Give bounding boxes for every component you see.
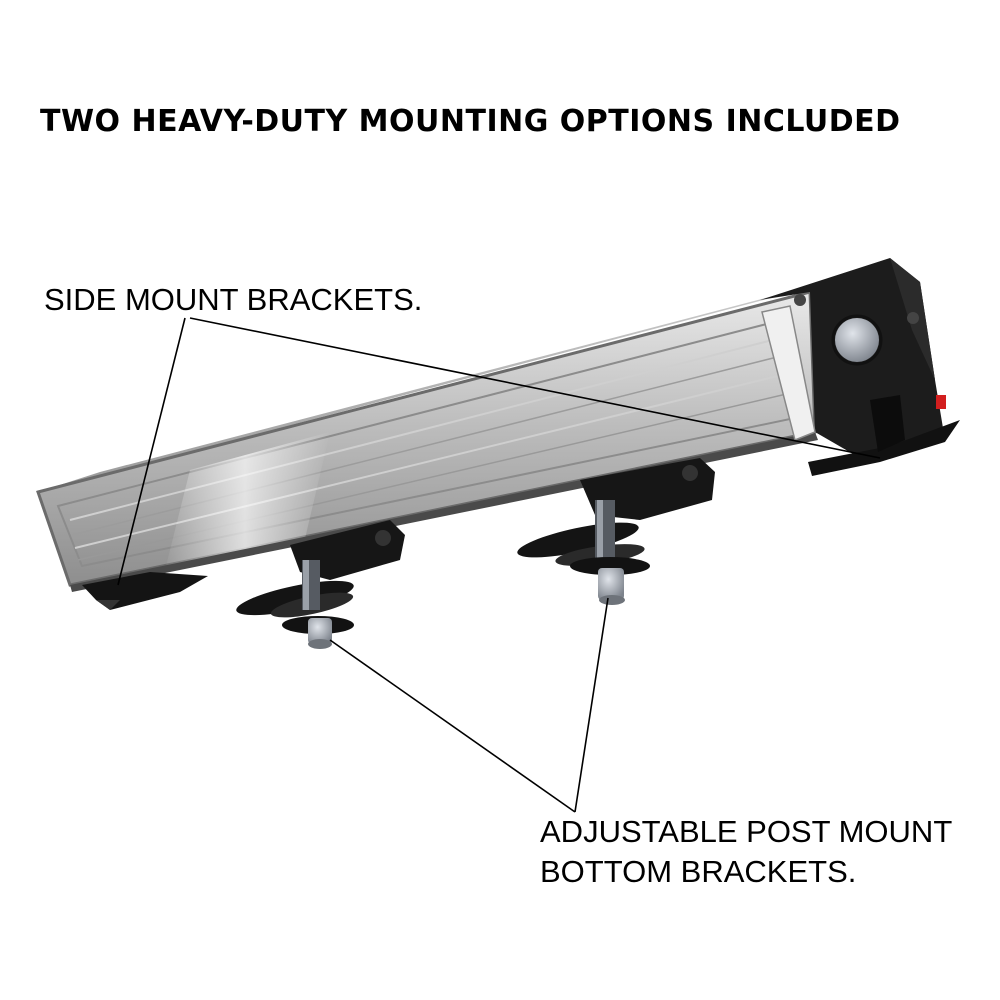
post-mount-callout: ADJUSTABLE POST MOUNT BOTTOM BRACKETS. [540,812,952,892]
side-bolt-knob-icon [835,318,879,362]
side-mount-callout: SIDE MOUNT BRACKETS. [44,282,423,317]
red-accent-icon [936,395,946,409]
callout-leader-lines [117,317,881,813]
post-bracket-right [517,458,715,605]
page-title: TWO HEAVY-DUTY MOUNTING OPTIONS INCLUDED [40,104,901,139]
post-mount-line-1: ADJUSTABLE POST MOUNT [540,814,953,849]
post-nut-icon [308,618,332,644]
post-bracket-left [236,520,405,649]
end-cap-housing [760,258,960,476]
post-nut-icon [598,568,624,600]
left-side-bracket [82,572,208,610]
post-mount-line-2: BOTTOM BRACKETS. [540,854,857,889]
